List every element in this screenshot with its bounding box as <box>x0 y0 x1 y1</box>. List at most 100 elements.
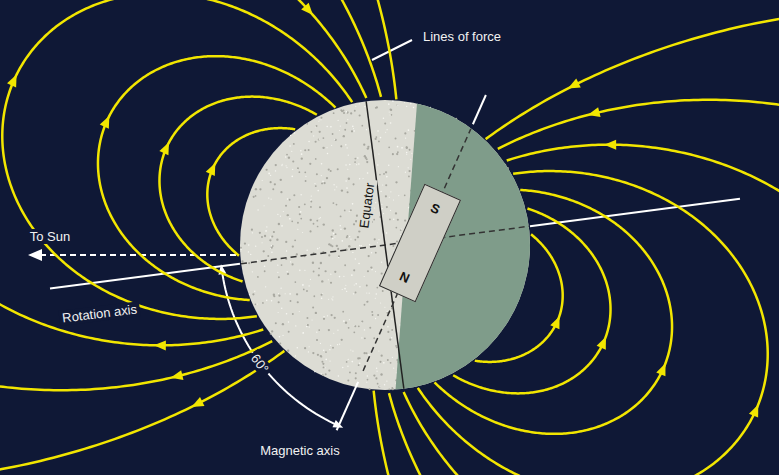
speckle <box>252 293 254 295</box>
speckle <box>291 176 293 178</box>
speckle <box>404 132 406 134</box>
speckle <box>319 138 320 139</box>
speckle <box>306 249 307 250</box>
speckle <box>342 367 344 369</box>
speckle <box>388 164 389 165</box>
speckle <box>332 238 334 240</box>
speckle <box>397 104 399 106</box>
speckle <box>355 106 356 107</box>
speckle <box>278 301 280 303</box>
speckle <box>369 327 371 329</box>
speckle <box>297 301 299 303</box>
speckle <box>248 244 250 246</box>
speckle <box>390 362 392 364</box>
speckle <box>351 274 353 276</box>
speckle <box>319 247 320 248</box>
speckle <box>332 229 334 231</box>
magnetic-axis <box>473 95 486 124</box>
speckle <box>257 209 258 210</box>
speckle <box>359 103 360 104</box>
speckle <box>285 293 286 294</box>
speckle <box>413 107 415 109</box>
field-line <box>0 0 366 345</box>
speckle <box>390 109 392 111</box>
speckle <box>344 288 346 290</box>
speckle <box>367 379 369 381</box>
speckle <box>387 359 389 361</box>
speckle <box>261 236 263 238</box>
planet-night-side <box>394 90 779 410</box>
speckle <box>401 147 403 149</box>
speckle <box>265 286 266 287</box>
speckle <box>347 119 348 120</box>
speckle <box>293 143 295 145</box>
speckle <box>375 138 377 140</box>
speckle <box>264 270 266 272</box>
speckle <box>313 271 315 273</box>
speckle <box>340 145 342 147</box>
speckle <box>355 372 357 374</box>
speckle <box>349 164 351 166</box>
speckle <box>393 219 394 220</box>
speckle <box>359 362 360 363</box>
speckle <box>289 145 290 146</box>
speckle <box>282 164 283 165</box>
speckle <box>375 377 377 379</box>
speckle <box>390 109 392 111</box>
speckle <box>321 373 322 374</box>
speckle <box>323 316 324 317</box>
speckle <box>277 272 278 273</box>
speckle <box>296 253 298 255</box>
speckle <box>358 163 360 165</box>
speckle <box>334 236 335 237</box>
speckle <box>370 266 372 268</box>
speckle <box>352 350 353 351</box>
speckle <box>255 188 257 190</box>
field-arrowhead <box>7 74 17 87</box>
speckle <box>377 130 379 132</box>
speckle <box>305 176 306 177</box>
field-arrowhead <box>749 405 758 418</box>
speckle <box>325 367 326 368</box>
speckle <box>391 329 393 331</box>
speckle <box>293 194 295 196</box>
speckle <box>410 159 411 160</box>
speckle <box>328 299 329 300</box>
pole-label: N <box>397 268 412 286</box>
speckle <box>266 300 268 302</box>
speckle <box>386 176 388 178</box>
speckle <box>281 264 283 266</box>
speckle <box>391 337 392 338</box>
speckle <box>350 209 352 211</box>
speckle <box>317 226 319 228</box>
speckle <box>292 160 294 162</box>
speckle <box>262 242 263 243</box>
speckle <box>333 112 335 114</box>
speckle <box>396 346 398 348</box>
speckle <box>325 373 327 375</box>
speckle <box>278 223 280 225</box>
speckle <box>337 330 338 331</box>
arrowhead <box>28 249 42 261</box>
speckle <box>354 239 356 241</box>
speckle <box>320 262 322 264</box>
speckle <box>271 235 273 237</box>
speckle <box>375 271 376 272</box>
speckle <box>341 339 343 341</box>
speckle <box>369 293 370 294</box>
speckle <box>332 202 334 204</box>
angle-arc <box>222 269 339 426</box>
speckle <box>351 361 353 363</box>
speckle <box>331 145 332 146</box>
speckle <box>335 139 337 141</box>
speckle <box>340 215 342 217</box>
speckle <box>385 195 387 197</box>
speckle <box>308 285 309 286</box>
field-line <box>389 100 779 475</box>
speckle <box>343 320 345 322</box>
speckle <box>352 203 354 205</box>
speckle <box>366 382 367 383</box>
speckle <box>300 211 302 213</box>
speckle <box>344 227 346 229</box>
speckle <box>355 283 357 285</box>
